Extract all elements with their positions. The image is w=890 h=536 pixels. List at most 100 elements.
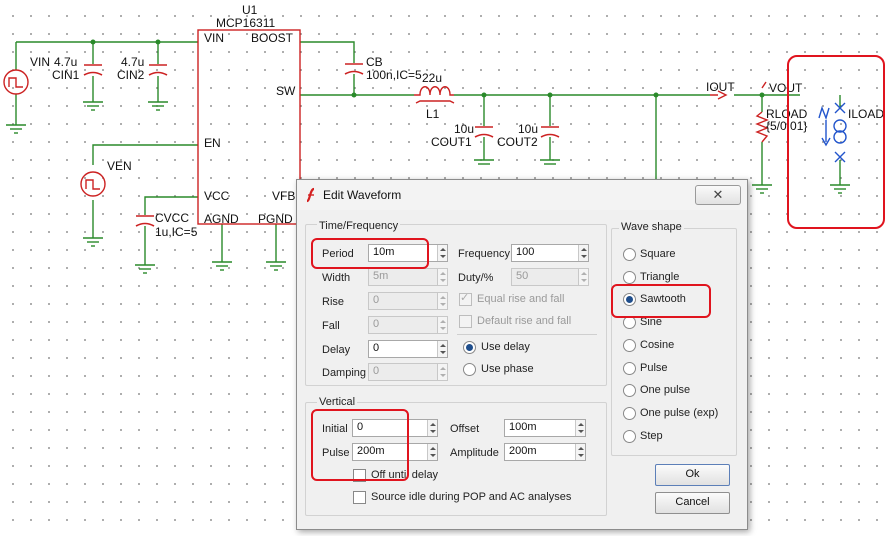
ven-source-label: VEN — [107, 159, 132, 173]
amplitude-label: Amplitude — [450, 447, 499, 459]
vin-source-label: VIN — [30, 55, 50, 69]
duty-input[interactable]: 50 — [511, 268, 589, 286]
iload-source-symbol[interactable] — [818, 102, 847, 163]
wave-shape-sine-radio[interactable] — [623, 316, 636, 330]
l1-value: 22u — [422, 71, 442, 85]
width-label: Width — [322, 272, 351, 284]
dialog-titlebar[interactable]: Edit Waveform ✕ — [297, 180, 747, 210]
rload-symbol[interactable] — [755, 111, 769, 143]
frequency-input[interactable]: 100 — [511, 244, 589, 262]
default-rise-fall-checkbox[interactable] — [459, 315, 472, 328]
iout-probe-symbol[interactable] — [710, 81, 767, 100]
wave-shape-group-label: Wave shape — [619, 221, 684, 233]
wave-shape-step-radio[interactable] — [623, 429, 636, 443]
damping-input[interactable]: 0 — [368, 363, 448, 381]
default-rise-fall-label: Default rise and fall — [477, 315, 572, 327]
wave-shape-sine-label: Sine — [640, 316, 663, 329]
cb-value: 100n,IC=5 — [366, 68, 422, 82]
source-idle-checkbox[interactable] — [353, 491, 366, 504]
cvcc-symbol[interactable] — [135, 215, 155, 227]
vin-source-symbol[interactable] — [3, 69, 29, 95]
damping-label: Damping — [322, 367, 367, 379]
duty-label: Duty/% — [458, 272, 494, 284]
cb-symbol[interactable] — [344, 63, 364, 75]
iload-label: ILOAD — [848, 107, 884, 121]
time-frequency-group — [305, 224, 607, 386]
source-idle-label: Source idle during POP and AC analyses — [371, 491, 572, 503]
off-until-delay-checkbox[interactable] — [353, 469, 366, 482]
amplitude-input[interactable]: 200m — [504, 443, 586, 461]
ok-button[interactable]: Ok — [655, 464, 730, 486]
highlight-sawtooth — [611, 284, 711, 318]
highlight-vertical — [311, 409, 409, 481]
wave-shape-triangle-label: Triangle — [640, 270, 680, 283]
close-button[interactable]: ✕ — [695, 185, 741, 205]
cin2-symbol[interactable] — [148, 64, 168, 76]
wave-shape-one-pulse-label: One pulse — [640, 384, 691, 397]
ic-u1-ref: U1 — [242, 3, 258, 17]
pulse-input[interactable]: 200m — [352, 443, 438, 461]
cin1-label: CIN1 — [52, 68, 80, 82]
use-phase-radio[interactable] — [463, 363, 476, 376]
vertical-group — [305, 402, 607, 516]
pin-en-label: EN — [204, 136, 221, 150]
cin1-value: 4.7u — [54, 55, 77, 69]
period-label: Period — [322, 248, 354, 260]
ic-u1-body[interactable] — [197, 29, 301, 225]
frequency-label: Frequency — [458, 248, 510, 260]
pin-sw-label: SW — [276, 84, 296, 98]
width-input[interactable]: 5m — [368, 268, 448, 286]
initial-label: Initial — [322, 423, 348, 435]
cout2-symbol[interactable] — [540, 126, 560, 138]
cout1-symbol[interactable] — [474, 126, 494, 138]
vertical-group-label: Vertical — [317, 396, 358, 408]
cancel-button[interactable]: Cancel — [655, 492, 730, 514]
wave-shape-square-radio[interactable] — [623, 248, 636, 261]
wave-shape-cosine-radio[interactable] — [623, 338, 636, 352]
l1-label: L1 — [426, 107, 440, 121]
cvcc-label: CVCC — [155, 211, 189, 225]
pin-vcc-label: VCC — [204, 189, 230, 203]
equal-rise-fall-checkbox[interactable]: ✓ — [459, 292, 472, 306]
edit-waveform-dialog: Edit Waveform ✕ Time/Frequency Period 10… — [296, 179, 748, 530]
cout1-value: 10u — [454, 122, 474, 136]
rise-input[interactable]: 0 — [368, 292, 448, 310]
ground-symbols — [6, 101, 850, 274]
wave-shape-cosine-label: Cosine — [640, 338, 675, 351]
wave-shape-one-pulse-radio[interactable] — [623, 384, 636, 398]
use-delay-radio[interactable] — [463, 341, 476, 354]
wave-shape-triangle-radio[interactable] — [623, 270, 636, 284]
highlight-iload — [787, 55, 885, 229]
cin1-symbol[interactable] — [83, 64, 103, 76]
vout-label: VOUT — [769, 81, 803, 95]
cout1-label: COUT1 — [431, 135, 472, 149]
wave-shape-one-pulse-exp-label: One pulse (exp) — [640, 406, 719, 419]
rload-label: RLOAD — [766, 107, 808, 121]
fall-input[interactable]: 0 — [368, 316, 448, 334]
use-phase-label: Use phase — [481, 363, 534, 375]
ic-u1-part: MCP16311 — [216, 16, 275, 30]
wave-shape-sawtooth-label: Sawtooth — [640, 293, 686, 306]
cin2-label: CIN2 — [117, 68, 145, 82]
l1-symbol[interactable] — [414, 86, 455, 104]
wave-shape-sawtooth-radio[interactable] — [623, 293, 636, 307]
cin2-value: 4.7u — [121, 55, 144, 69]
equal-rise-fall-label: Equal rise and fall — [477, 293, 565, 305]
delay-input[interactable]: 0 — [368, 340, 448, 358]
rise-label: Rise — [322, 296, 345, 308]
pin-vfb-label: VFB — [272, 189, 295, 203]
fall-label: Fall — [322, 320, 340, 332]
ven-source-symbol[interactable] — [80, 171, 106, 197]
rload-value: {5/0.01} — [766, 119, 807, 133]
cout2-label: COUT2 — [497, 135, 538, 149]
pin-pgnd-label: PGND — [258, 212, 293, 226]
wave-shape-one-pulse-exp-radio[interactable] — [623, 406, 636, 420]
initial-input[interactable]: 0 — [352, 419, 438, 437]
delay-label: Delay — [322, 344, 351, 356]
offset-input[interactable]: 100m — [504, 419, 586, 437]
wave-shape-pulse-radio[interactable] — [623, 361, 636, 375]
time-separator — [457, 334, 597, 335]
cb-label: CB — [366, 55, 383, 69]
offset-label: Offset — [450, 423, 480, 435]
